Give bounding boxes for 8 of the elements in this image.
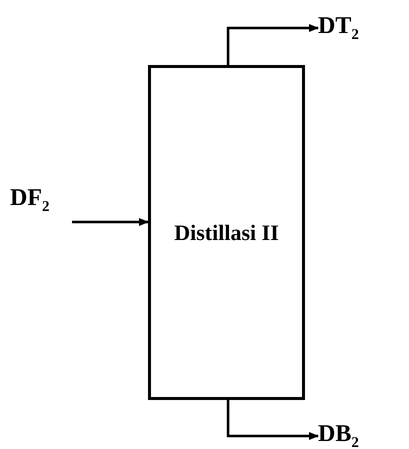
stream-label: DB$_{2}$	[318, 420, 359, 449]
flow-arrow	[72, 218, 149, 226]
column-label: Distillasi II	[174, 218, 279, 246]
stream-label: DT$_{2}$	[318, 12, 359, 44]
stream-label: DF$_{2}$	[10, 184, 50, 216]
flow-arrow	[226, 24, 319, 65]
flow-arrow	[226, 400, 319, 440]
distillation-column	[148, 65, 305, 400]
